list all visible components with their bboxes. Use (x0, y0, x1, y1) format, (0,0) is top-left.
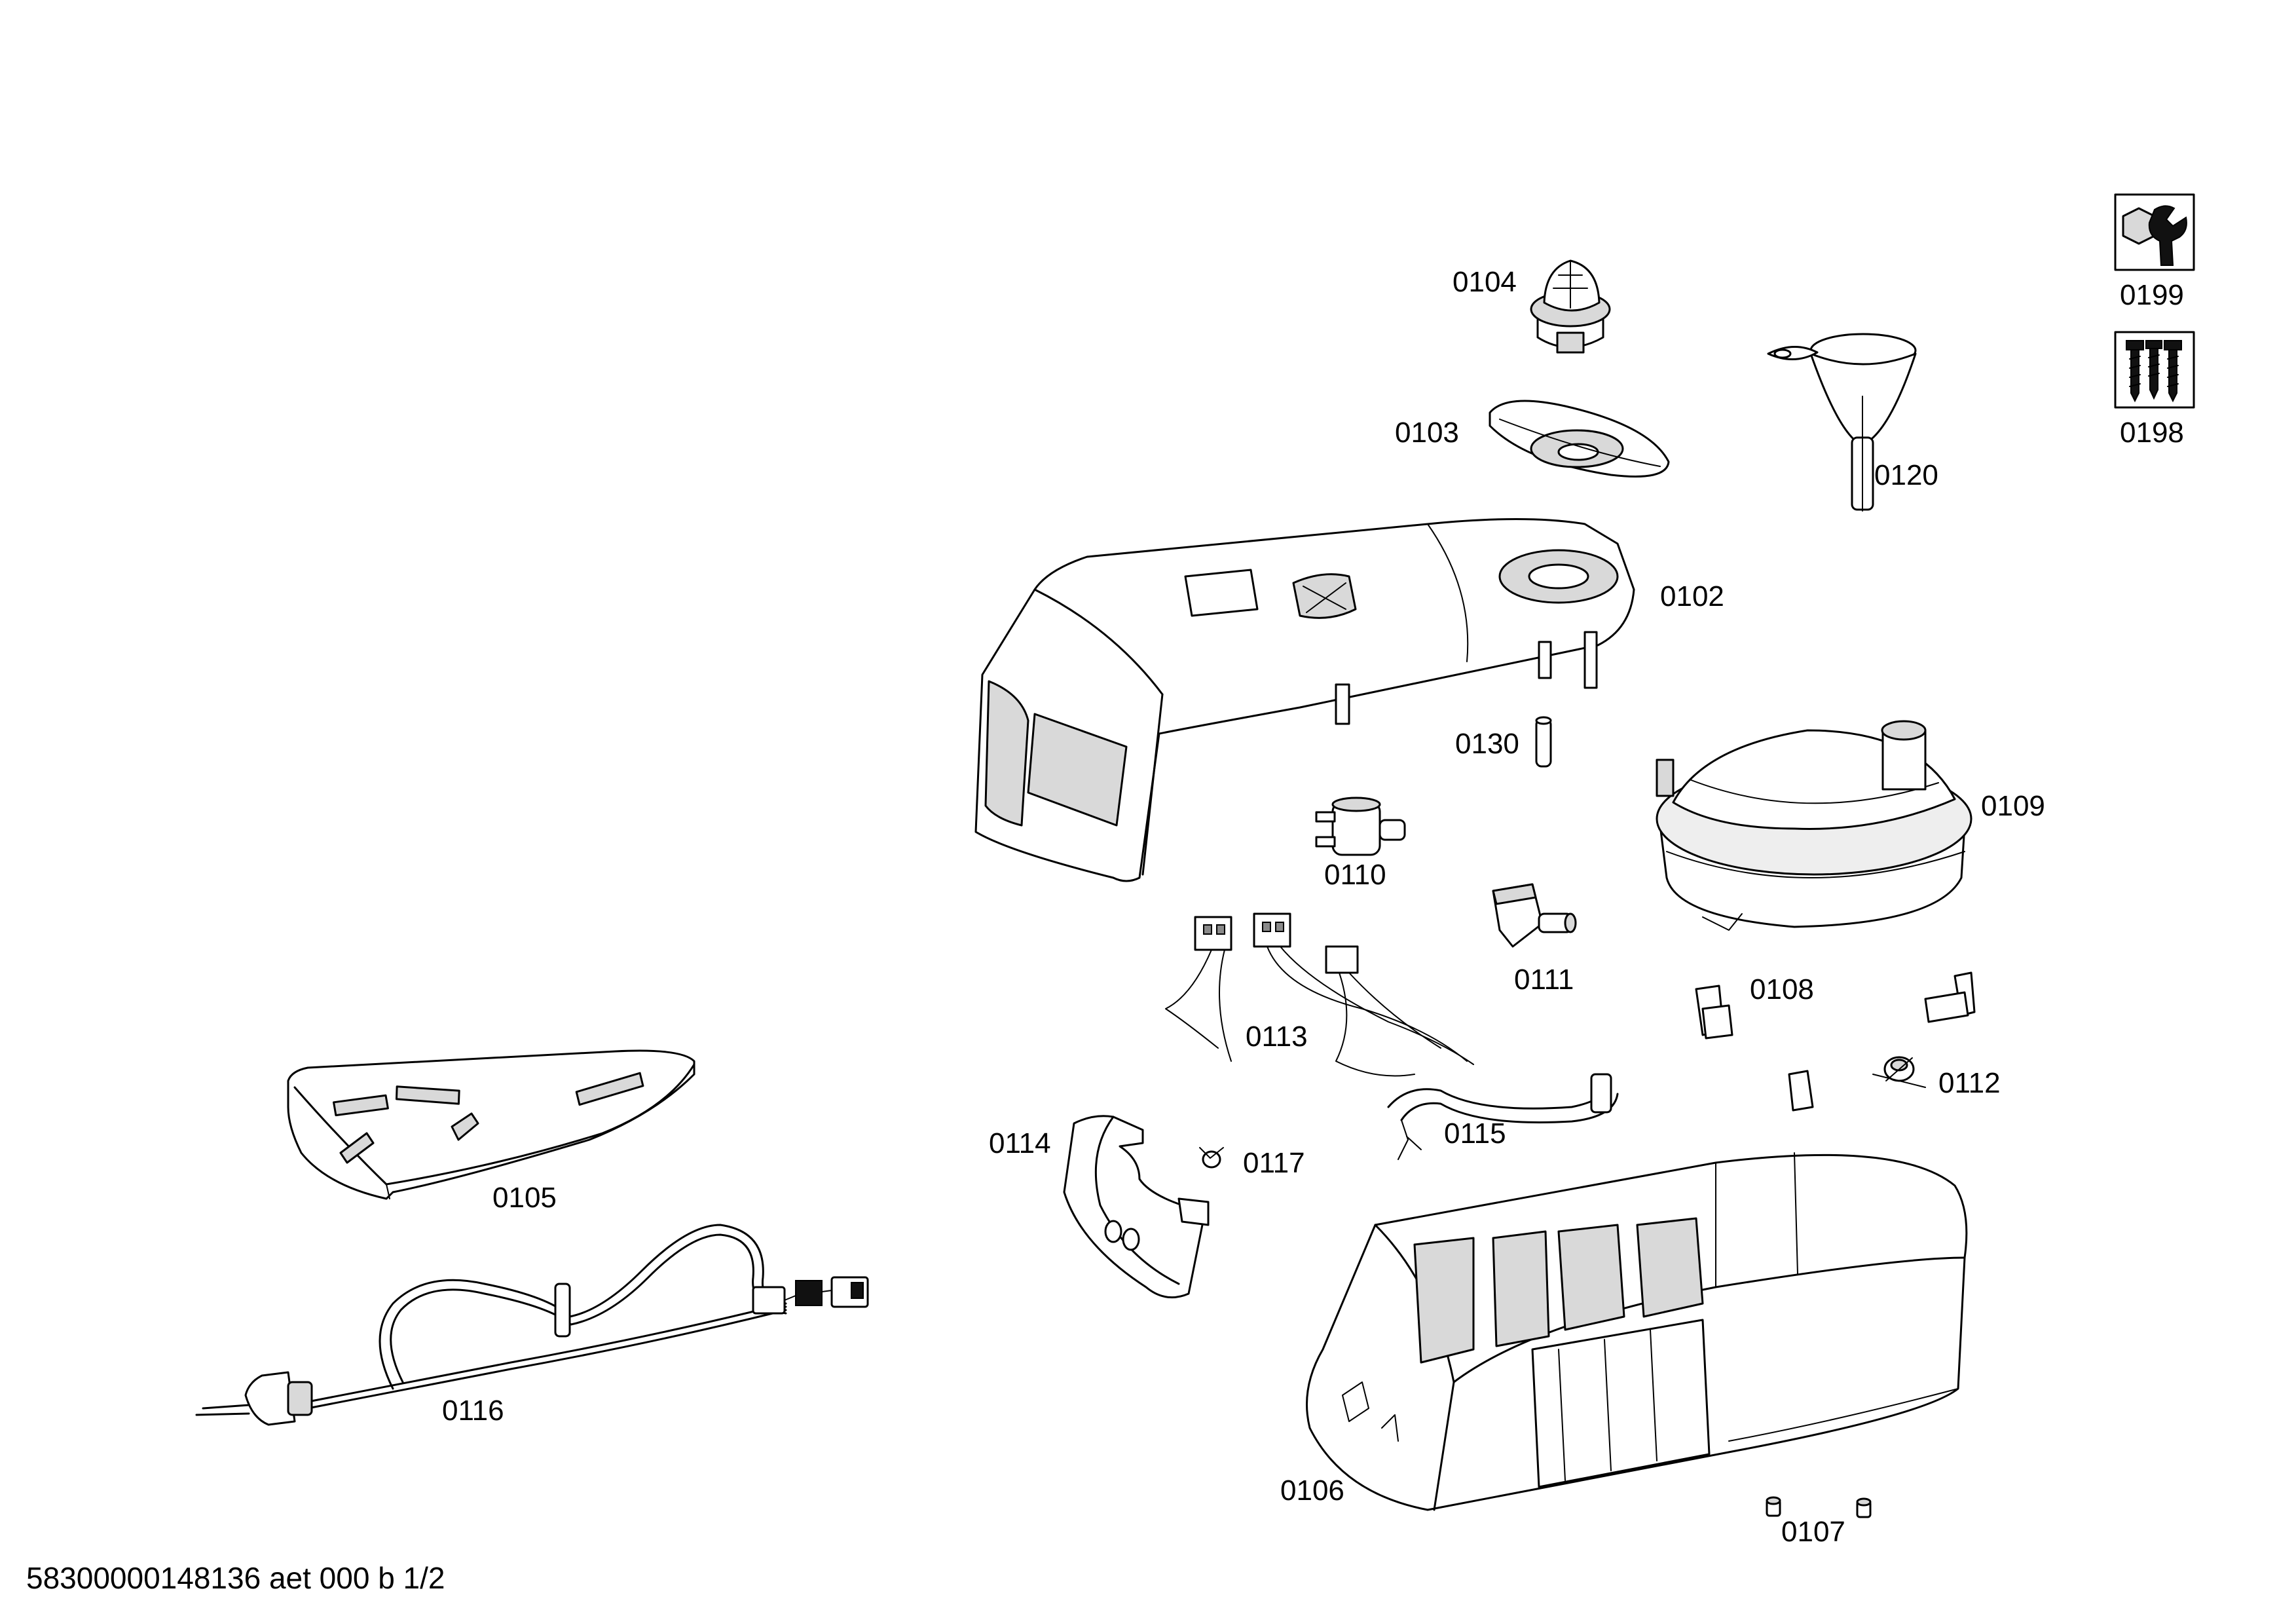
screws-icon (2114, 331, 2195, 409)
label-0111: 0111 (1514, 964, 1574, 996)
label-0109: 0109 (1981, 790, 2045, 822)
document-footer: 58300000148136 aet 000 b 1/2 (26, 1561, 445, 1595)
label-0114: 0114 (989, 1127, 1051, 1159)
label-0198: 0198 (2120, 417, 2184, 449)
label-0107: 0107 (1781, 1516, 1845, 1548)
part-0116-power-cord (195, 1224, 869, 1426)
label-0116: 0116 (442, 1395, 504, 1427)
part-0130-pin (1535, 716, 1552, 768)
label-0104: 0104 (1453, 266, 1517, 298)
part-0117-clip (1199, 1147, 1224, 1169)
part-0111-valve (1492, 883, 1577, 948)
label-0106: 0106 (1280, 1474, 1344, 1507)
label-0108: 0108 (1750, 973, 1814, 1005)
part-0112-thermostat (1872, 1056, 1926, 1088)
label-0105: 0105 (492, 1182, 557, 1214)
label-0120: 0120 (1874, 459, 1938, 491)
part-0113-wiring-harness (1165, 912, 1474, 1077)
part-0106-base-housing (1306, 1152, 1968, 1511)
part-0102-top-cover (974, 518, 1635, 882)
part-0107-feet (1766, 1496, 1872, 1518)
part-0105-iron-rest-tray (287, 1049, 695, 1200)
part-0110-pump (1315, 797, 1406, 856)
part-0104-knob (1530, 259, 1611, 354)
nut-and-wrench-icon (2114, 193, 2195, 271)
part-0120-funnel (1767, 333, 1917, 512)
part-0103-seal-ring (1489, 400, 1670, 478)
label-0117: 0117 (1243, 1147, 1305, 1179)
label-0103: 0103 (1395, 417, 1459, 449)
label-0115: 0115 (1444, 1117, 1506, 1150)
label-0199: 0199 (2120, 279, 2184, 311)
label-0130: 0130 (1455, 728, 1519, 760)
label-0113: 0113 (1246, 1021, 1308, 1053)
part-0109-boiler-tank (1656, 720, 1972, 931)
part-0114-control-panel (1063, 1115, 1210, 1299)
label-0110: 0110 (1324, 859, 1386, 891)
label-0112: 0112 (1938, 1067, 2001, 1099)
part-0108-brackets (1695, 971, 1976, 1112)
label-0102: 0102 (1660, 580, 1724, 612)
part-0115-hose (1387, 1073, 1619, 1160)
